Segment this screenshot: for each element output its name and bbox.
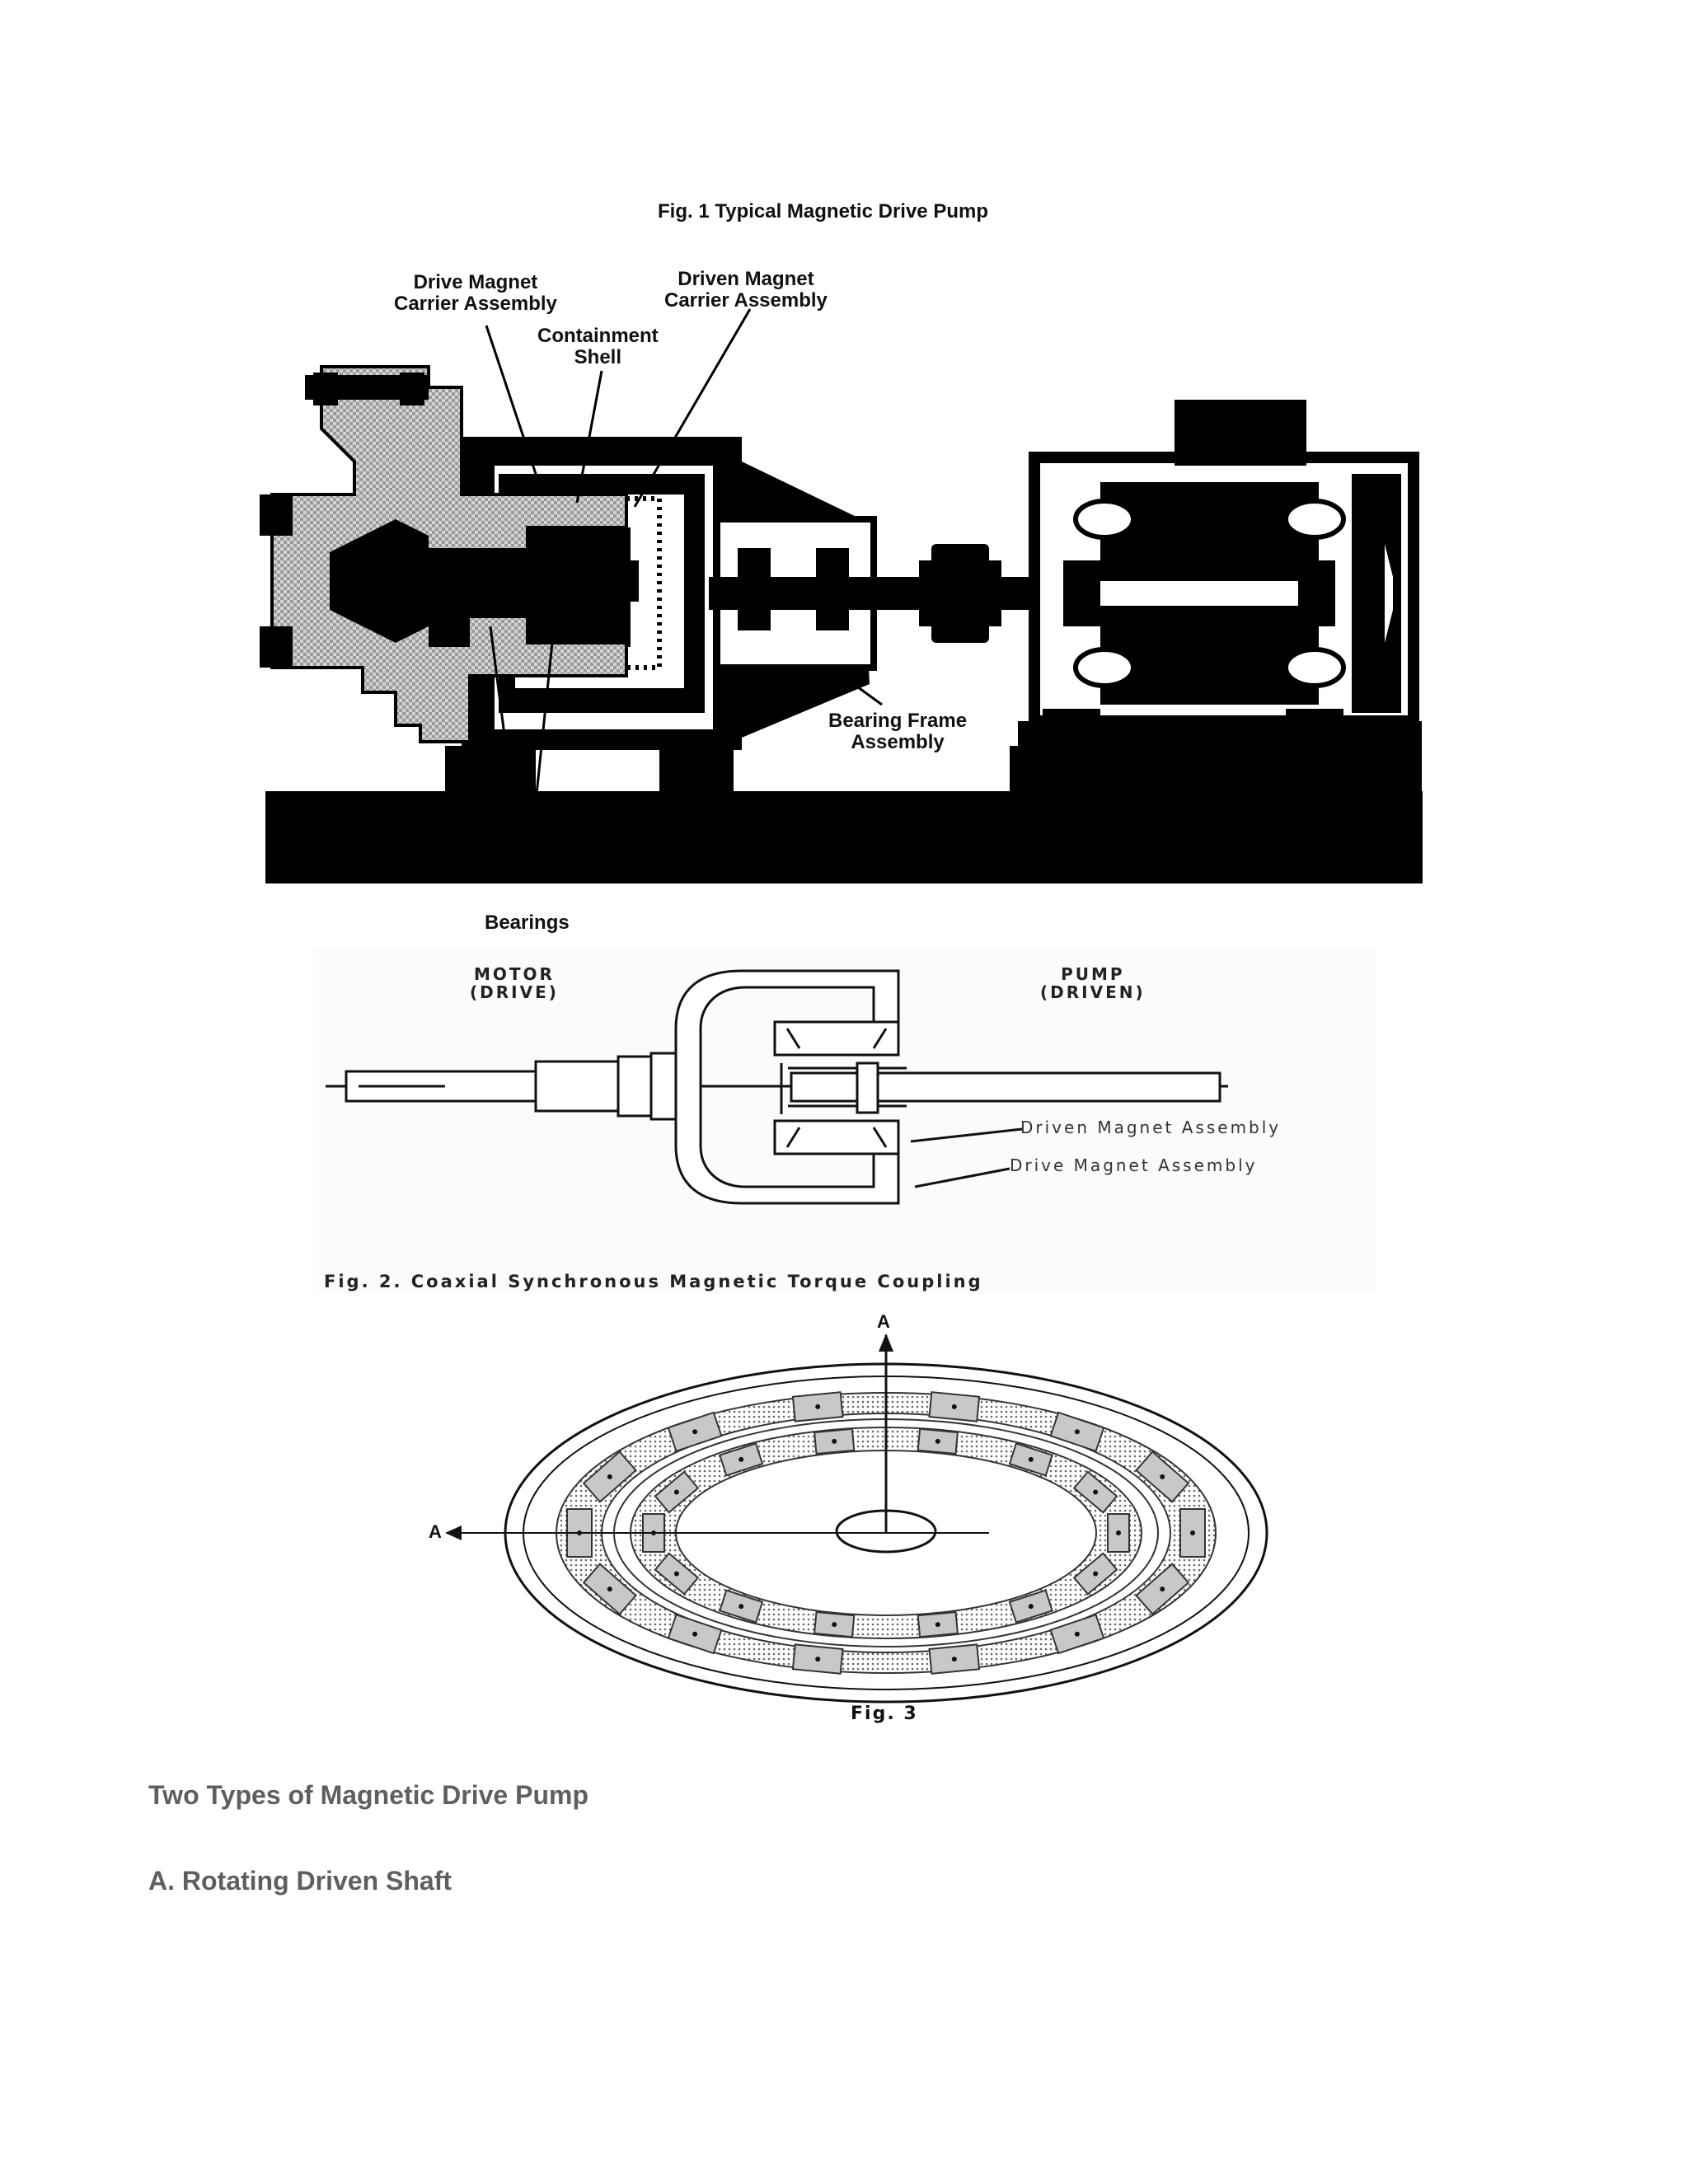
- label-drive-magnet-assembly: Drive Magnet Assembly: [1010, 1155, 1258, 1175]
- label-motor: MOTOR: [473, 964, 555, 984]
- magnet-pole-dot: [815, 1404, 821, 1409]
- fig1-leader-lines: [485, 308, 883, 883]
- label-driven-magnet-line2: Carrier Assembly: [664, 288, 828, 312]
- magnet-pole-dot: [832, 1622, 837, 1628]
- magnet-pole-dot: [1160, 1474, 1165, 1479]
- label-drive-magnet-line1: Drive Magnet: [413, 271, 538, 293]
- label-bearing-frame-line1: Bearing Frame: [828, 710, 968, 732]
- magnet-pole-dot: [935, 1438, 940, 1444]
- label-containment-line1: Containment: [537, 325, 659, 347]
- label-drive-magnet-carrier: Drive Magnet Carrier Assembly: [394, 272, 557, 315]
- heading-rotating-driven-shaft: A. Rotating Driven Shaft: [148, 1866, 452, 1896]
- label-drive: (DRIVE): [470, 982, 559, 1002]
- magnet-pole-dot: [1028, 1456, 1034, 1462]
- fig3-section-label-left: A: [429, 1521, 442, 1542]
- magnet-pole-dot: [607, 1586, 612, 1592]
- label-drive-magnet-line2: Carrier Assembly: [394, 292, 557, 315]
- fig2-caption: Fig. 2. Coaxial Synchronous Magnetic Tor…: [324, 1272, 983, 1291]
- label-containment-line2: Shell: [574, 345, 622, 368]
- fig1-caption: Fig. 1 Typical Magnetic Drive Pump: [658, 200, 988, 223]
- heading-two-types: Two Types of Magnetic Drive Pump: [148, 1780, 588, 1810]
- magnet-pole-dot: [738, 1604, 744, 1610]
- magnet-pole-dot: [1074, 1631, 1080, 1637]
- label-containment-shell: Containment Shell: [537, 326, 659, 368]
- magnet-pole-dot: [673, 1489, 679, 1495]
- magnet-pole-dot: [738, 1456, 744, 1462]
- fig3-rings: [445, 1333, 1268, 1704]
- magnet-pole-dot: [673, 1571, 679, 1577]
- label-pump: PUMP: [1061, 964, 1125, 984]
- magnet-pole-dot: [1074, 1429, 1080, 1435]
- magnet-pole-dot: [951, 1404, 957, 1409]
- fig3-section-label-top: A: [877, 1311, 890, 1332]
- magnet-pole-dot: [607, 1474, 612, 1479]
- label-bearings: Bearings: [485, 912, 570, 934]
- label-driven-magnet-assembly: Driven Magnet Assembly: [1020, 1118, 1282, 1137]
- magnet-pole-dot: [1116, 1530, 1121, 1535]
- fig3-magnets: [566, 1391, 1206, 1675]
- label-driven-magnet-line1: Driven Magnet: [678, 268, 814, 290]
- label-bearing-frame-line2: Assembly: [851, 730, 945, 753]
- magnet-pole-dot: [815, 1657, 821, 1662]
- magnet-pole-dot: [1093, 1571, 1099, 1577]
- label-motor-drive: MOTOR (DRIVE): [470, 964, 559, 1002]
- magnet-pole-dot: [951, 1657, 957, 1662]
- label-driven-magnet-carrier: Driven Magnet Carrier Assembly: [664, 269, 828, 312]
- label-driven: (DRIVEN): [1040, 982, 1146, 1002]
- fig3-caption: Fig. 3: [851, 1704, 918, 1724]
- magnet-pole-dot: [1190, 1530, 1195, 1535]
- label-pump-driven: PUMP (DRIVEN): [1040, 964, 1146, 1002]
- magnet-pole-dot: [692, 1631, 698, 1637]
- base-plate: [265, 791, 1423, 883]
- magnet-pole-dot: [935, 1622, 940, 1628]
- magnet-pole-dot: [1028, 1604, 1034, 1610]
- magnet-pole-dot: [692, 1429, 698, 1435]
- magnet-pole-dot: [1093, 1489, 1099, 1495]
- magnet-pole-dot: [1160, 1586, 1165, 1592]
- magnet-pole-dot: [832, 1438, 837, 1444]
- label-bearing-frame-assembly: Bearing Frame Assembly: [828, 710, 967, 753]
